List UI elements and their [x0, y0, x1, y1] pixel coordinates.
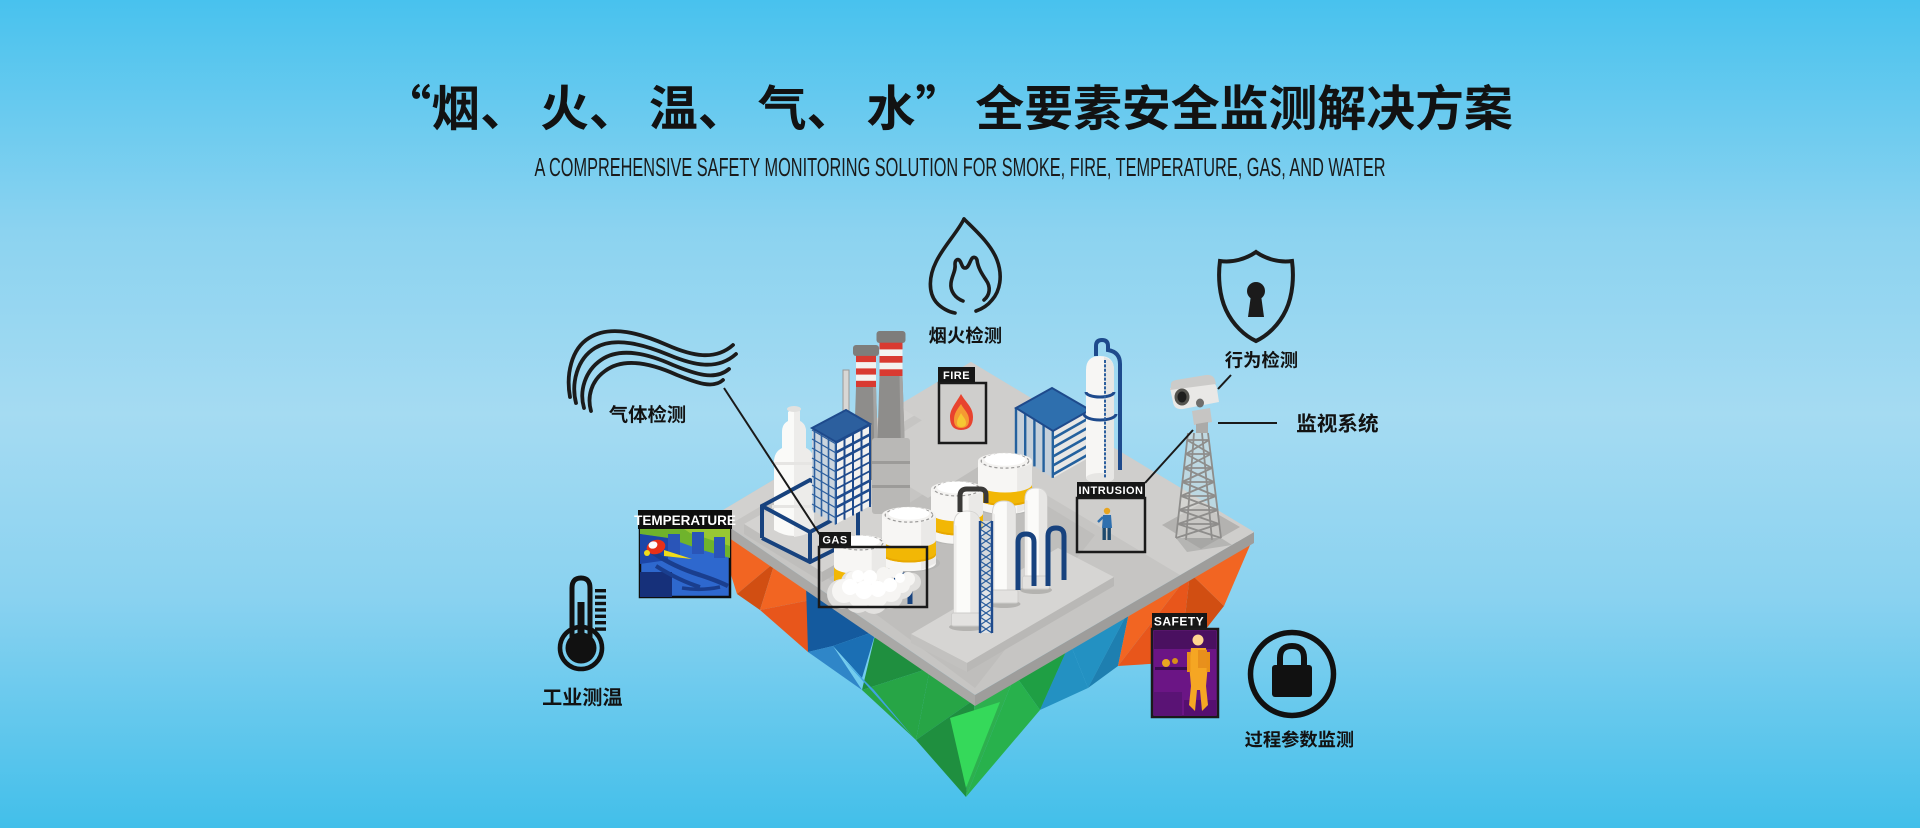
svg-text:TEMPERATURE: TEMPERATURE	[634, 513, 736, 528]
svg-text:INTRUSION: INTRUSION	[1079, 485, 1144, 497]
svg-text:FIRE: FIRE	[943, 370, 970, 382]
svg-text:A COMPREHENSIVE SAFETY MONITOR: A COMPREHENSIVE SAFETY MONITORING SOLUTI…	[535, 154, 1386, 182]
svg-text:GAS: GAS	[822, 534, 847, 546]
svg-text:SAFETY: SAFETY	[1154, 615, 1204, 629]
